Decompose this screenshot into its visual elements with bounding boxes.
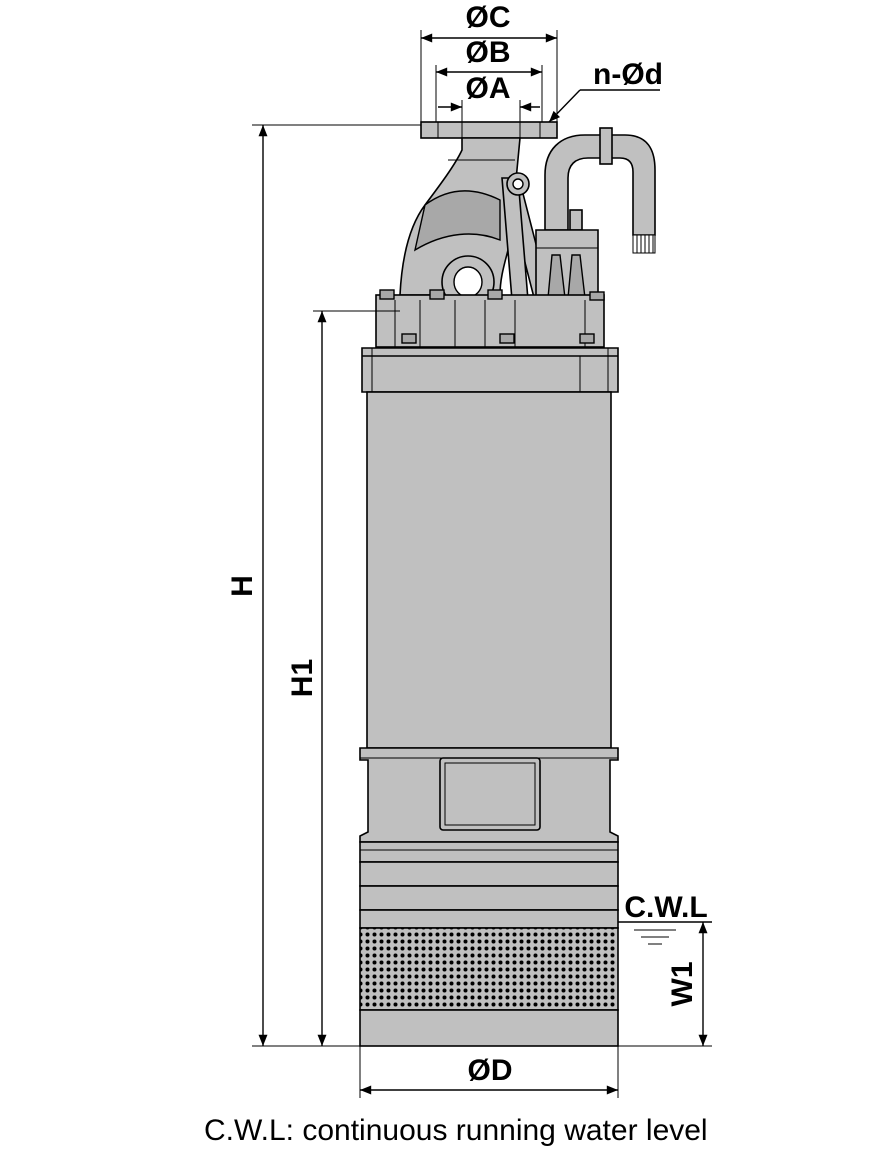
dimension-h: H xyxy=(226,124,712,1047)
pump-casing xyxy=(359,747,619,929)
dim-label-w1: W1 xyxy=(666,962,699,1007)
dimension-flange: ØC ØB ØA xyxy=(420,1,558,138)
motor-housing xyxy=(366,391,612,749)
dim-label-h: H xyxy=(226,575,259,597)
dimension-phi-d: ØD xyxy=(359,1046,619,1098)
casing-bolts xyxy=(379,289,605,344)
dim-label-cwl: C.W.L xyxy=(624,891,707,924)
dim-label-phi-c: ØC xyxy=(466,1,511,34)
dimension-cwl: C.W.L W1 xyxy=(618,891,712,1047)
caption: C.W.L: continuous running water level xyxy=(204,1114,708,1147)
dim-label-phi-a: ØA xyxy=(466,72,511,105)
cable-inlet-pipe xyxy=(535,127,656,299)
dim-label-n-phi-d: n-Ød xyxy=(593,58,663,91)
dimension-h1: H1 xyxy=(286,310,400,1047)
dim-label-h1: H1 xyxy=(286,659,319,697)
dim-label-phi-d: ØD xyxy=(468,1054,513,1087)
strainer-base xyxy=(359,1009,619,1047)
cable-end xyxy=(632,234,656,254)
dimension-bolt-holes: n-Ød xyxy=(548,58,663,123)
strainer xyxy=(359,927,619,1011)
top-casing xyxy=(361,289,619,393)
discharge-elbow xyxy=(399,121,558,296)
dim-label-phi-b: ØB xyxy=(466,36,511,69)
